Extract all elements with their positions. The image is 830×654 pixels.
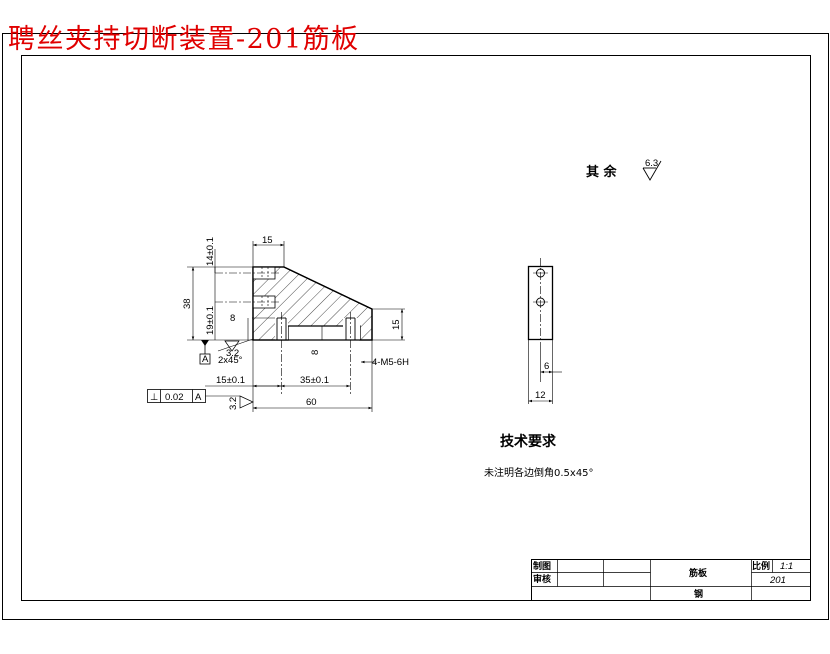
svg-text:比例: 比例 [752,560,770,572]
svg-text:A: A [195,392,202,403]
svg-text:35±0.1: 35±0.1 [300,375,329,386]
banner-title: 聘丝夹持切断装置-201筋板 [8,24,360,55]
roughness-small-icon: 3.2 [224,340,240,359]
svg-text:1:1: 1:1 [780,561,793,572]
side-view: 6 12 [527,258,562,404]
svg-text:201: 201 [769,575,786,586]
svg-text:6.3: 6.3 [645,158,658,169]
svg-text:60: 60 [306,397,317,408]
svg-text:14±0.1: 14±0.1 [205,237,216,266]
svg-text:审核: 审核 [533,573,551,585]
svg-text:筋板: 筋板 [688,567,708,579]
perpendicularity-icon: ⊥ [150,392,158,403]
geometric-tolerance-frame: ⊥ 0.02 A [147,389,240,403]
svg-text:3.2: 3.2 [228,397,239,410]
svg-text:15: 15 [262,235,273,246]
datum-a-marker: A [199,340,211,365]
svg-text:15±0.1: 15±0.1 [216,375,245,386]
svg-text:A: A [202,354,209,365]
svg-text:技术要求: 技术要求 [500,433,557,450]
svg-text:0.02: 0.02 [165,392,184,403]
svg-text:15: 15 [391,319,402,330]
outer-border [2,33,829,620]
svg-text:其 余: 其 余 [586,164,618,180]
technical-requirements: 技术要求 未注明各边倒角0.5x45° [484,433,594,479]
svg-text:3.2: 3.2 [226,348,239,359]
svg-text:38: 38 [182,298,193,309]
svg-text:12: 12 [535,390,546,401]
svg-text:钢: 钢 [694,588,703,600]
svg-text:4-M5-6H: 4-M5-6H [372,357,409,368]
svg-text:未注明各边倒角0.5x45°: 未注明各边倒角0.5x45° [484,466,594,479]
svg-text:8: 8 [310,350,321,355]
svg-text:制图: 制图 [533,560,551,572]
svg-text:2x45°: 2x45° [218,355,243,366]
front-view: 15 38 14±0.1 19±0.1 8 8 15 2x45° 4-M5-6H [182,235,409,412]
surface-finish-note: 其 余 6.3 [586,158,662,181]
svg-text:19±0.1: 19±0.1 [205,306,216,335]
svg-text:8: 8 [230,313,235,324]
inner-frame [21,55,811,601]
svg-text:6: 6 [544,361,549,372]
roughness-symbol-icon [642,160,662,181]
title-block: 制图 审核 筋板 钢 比例 1:1 201 [531,559,811,601]
roughness-bottom-icon: 3.2 [228,395,254,410]
